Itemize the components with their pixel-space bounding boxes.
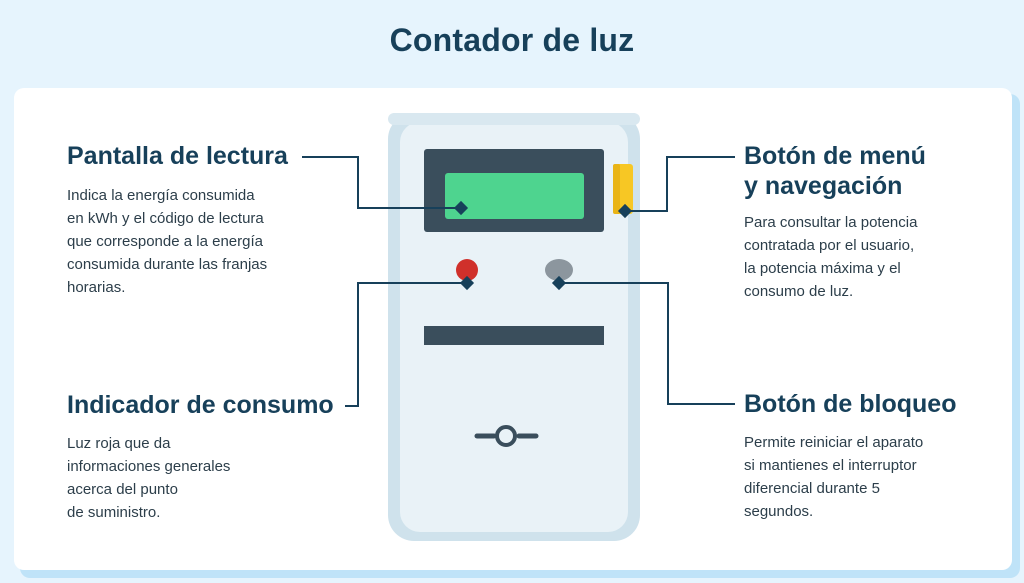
display-screen — [445, 173, 584, 219]
display-heading: Pantalla de lectura — [67, 142, 288, 170]
menu-button-heading: Botón de menú y navegación — [744, 142, 926, 200]
display-description: Indica la energía consumida en kWh y el … — [67, 187, 268, 296]
marker-menu — [617, 203, 633, 219]
lock-button-description: Permite reiniciar el aparato si mantiene… — [744, 434, 924, 520]
red-indicator-light — [456, 259, 478, 281]
connector-indicator — [345, 282, 467, 407]
menu-button-shade — [613, 164, 620, 214]
connector-display — [302, 156, 461, 209]
connector-symbol — [474, 425, 539, 447]
marker-display — [453, 200, 469, 216]
menu-button-description: Para consultar la potencia contratada po… — [744, 214, 918, 300]
lock-button-heading: Botón de bloqueo — [744, 390, 957, 418]
marker-lock — [551, 275, 567, 291]
marker-indicator — [459, 275, 475, 291]
indicator-heading: Indicador de consumo — [67, 391, 334, 419]
page-title: Contador de luz — [389, 22, 635, 58]
meter-top-band — [388, 113, 640, 125]
connector-menu — [625, 156, 735, 212]
lock-button — [545, 259, 573, 281]
meter-slot — [424, 326, 604, 345]
indicator-description: Luz roja que da informaciones generales … — [67, 435, 231, 521]
connector-lock — [559, 282, 735, 405]
